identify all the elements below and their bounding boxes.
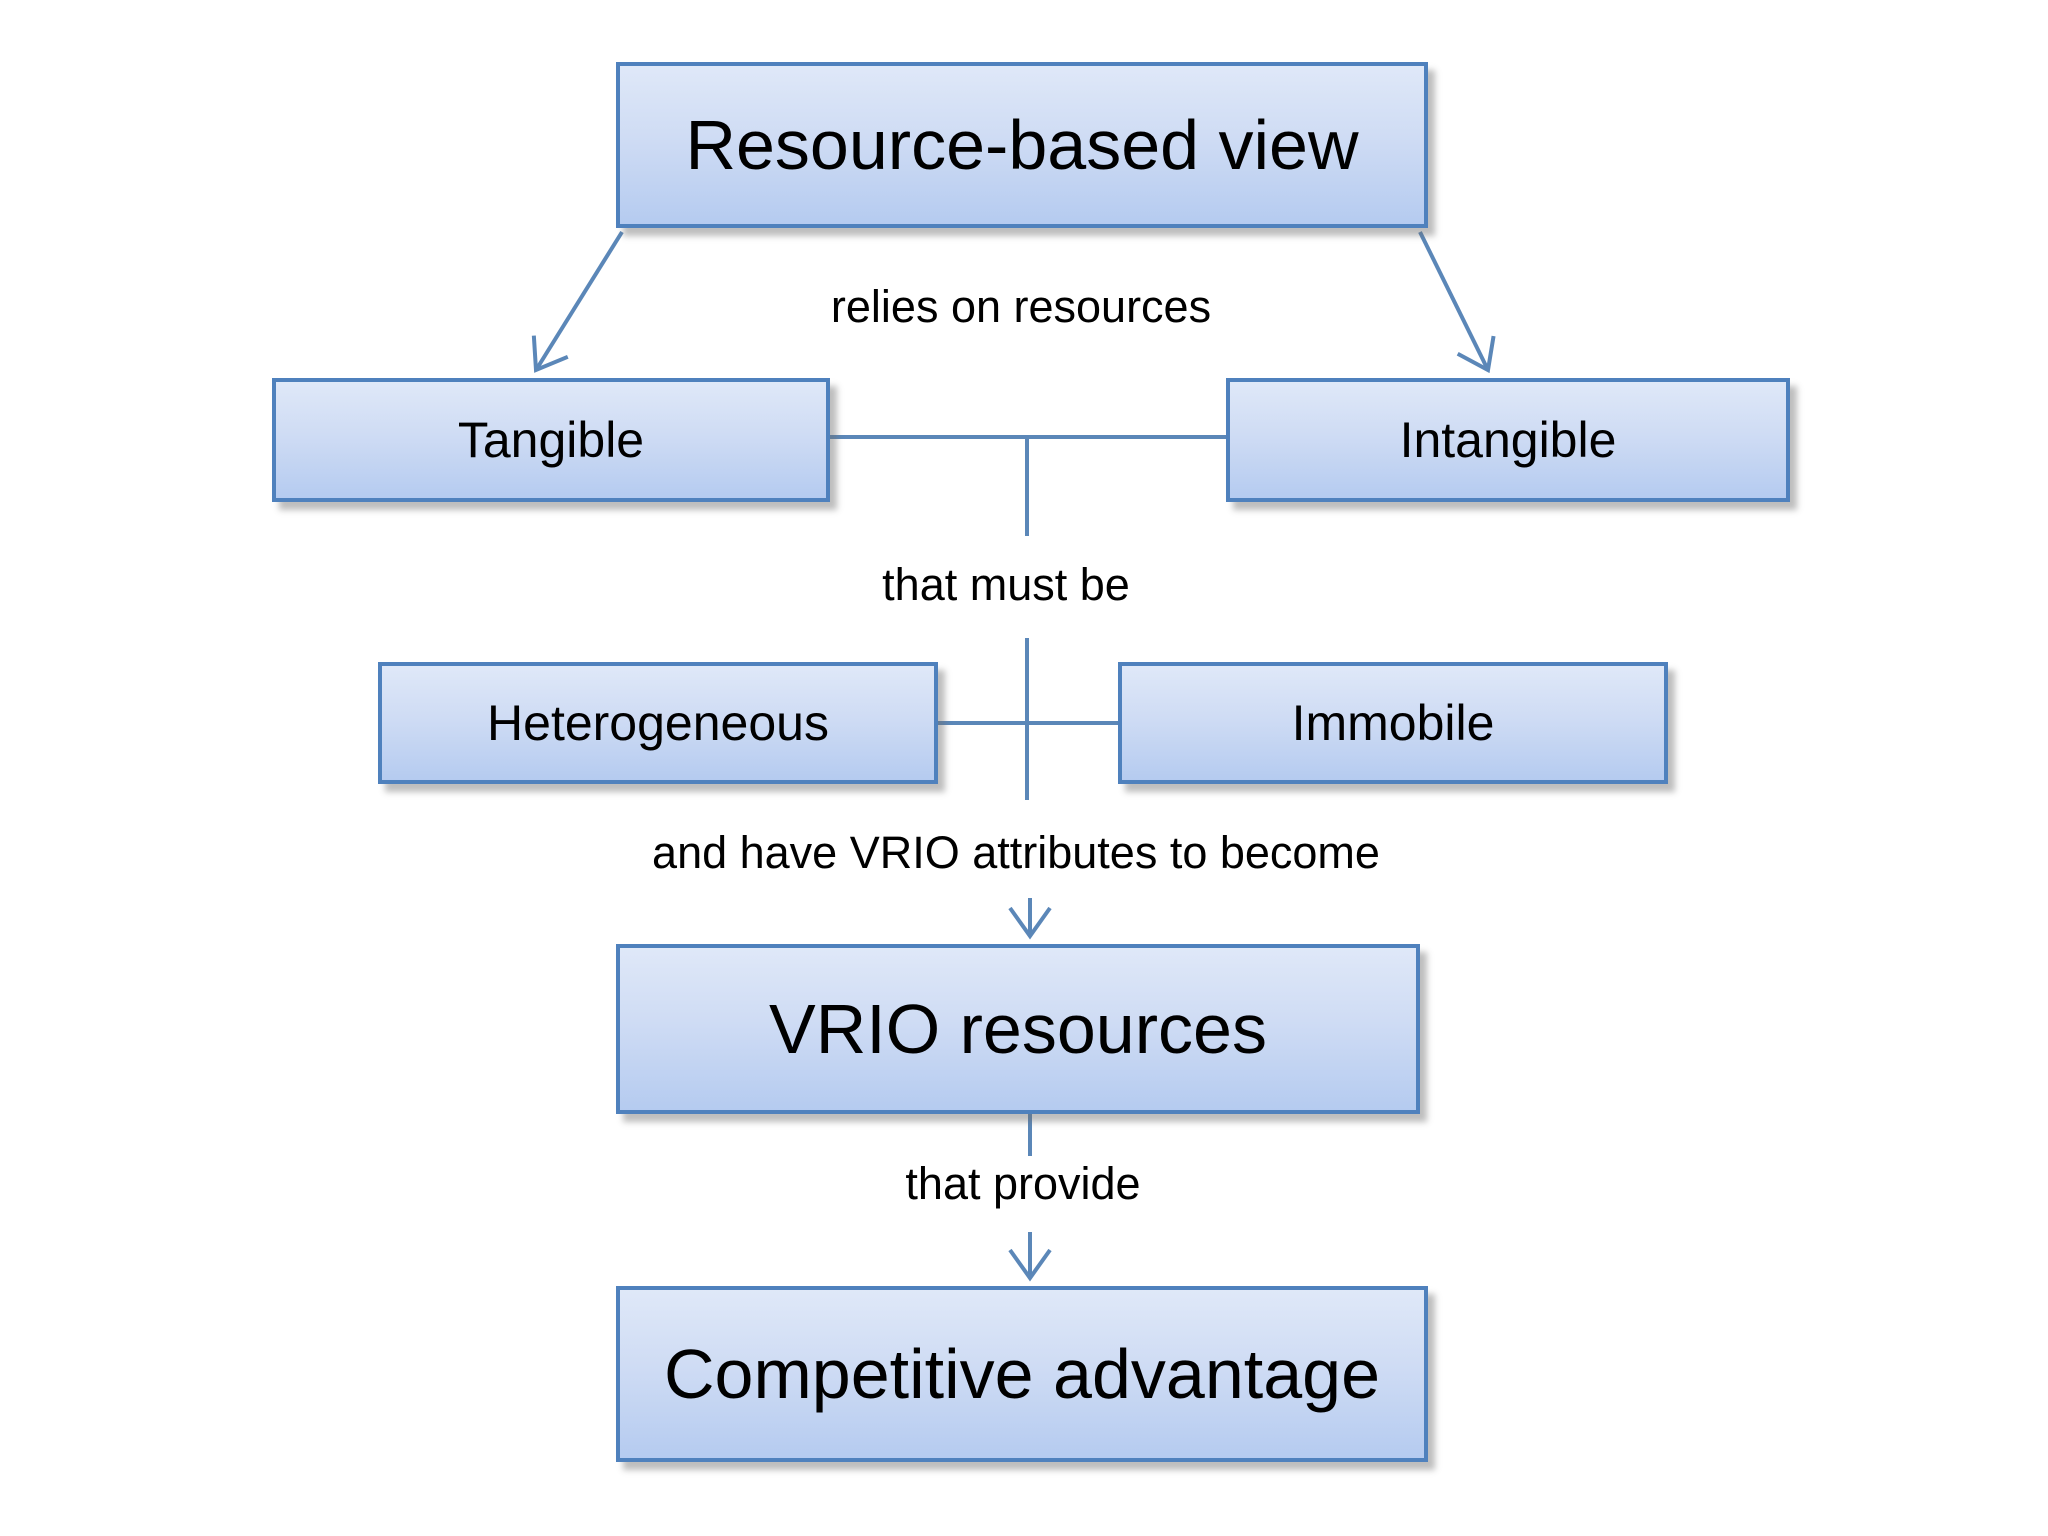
node-vrio-resources: VRIO resources [616,944,1420,1114]
node-intangible: Intangible [1226,378,1790,502]
edge-label-that-provide: that provide [905,1158,1141,1209]
node-immobile: Immobile [1118,662,1668,784]
edge-label-relies-on-resources: relies on resources [830,281,1212,332]
node-heterogeneous: Heterogeneous [378,662,938,784]
node-resource-based-view: Resource-based view [616,62,1428,228]
edge-rbv-to-tangible [531,230,624,373]
edge-label-vrio-attributes: and have VRIO attributes to become [652,827,1380,878]
edge-rbv-to-intangible [1418,231,1496,374]
node-tangible: Tangible [272,378,830,502]
node-competitive-advantage: Competitive advantage [616,1286,1428,1462]
edge-label-that-must-be: that must be [882,559,1130,610]
